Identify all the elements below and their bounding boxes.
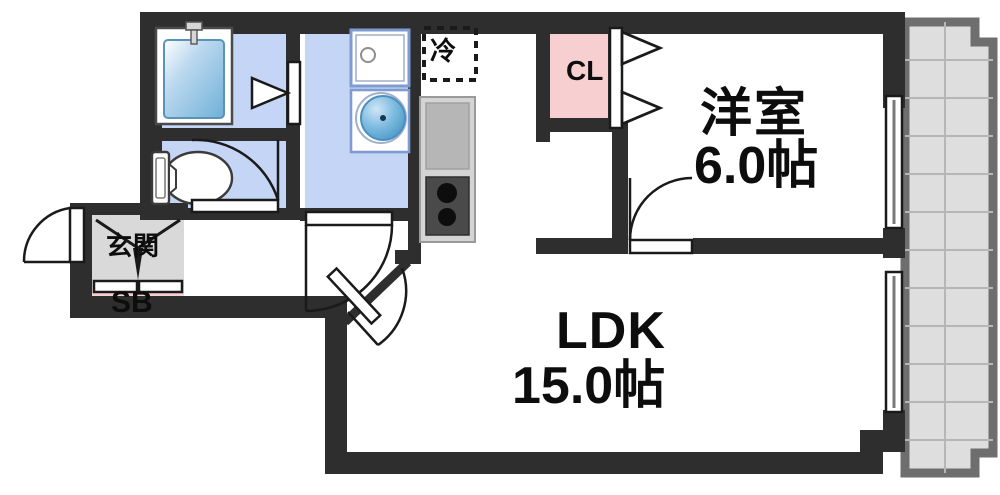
kitchen-unit bbox=[419, 96, 476, 243]
washing-machine-pan bbox=[349, 28, 411, 88]
bedroom-label: 洋室 bbox=[700, 85, 809, 143]
closet-label: CL bbox=[566, 55, 604, 86]
ldk-balcony-window[interactable] bbox=[884, 270, 904, 414]
kitchen-sink bbox=[425, 102, 470, 170]
balcony bbox=[900, 17, 998, 478]
interior-walls bbox=[148, 20, 885, 330]
ldk-label: LDK bbox=[556, 302, 666, 360]
entrance-door[interactable] bbox=[22, 206, 86, 264]
bathroom-sliding-door[interactable] bbox=[250, 60, 302, 126]
bathtub bbox=[154, 21, 234, 126]
refrigerator-label: 冷 bbox=[430, 36, 457, 66]
refrigerator-space bbox=[422, 26, 478, 82]
bedroom-door[interactable] bbox=[628, 176, 694, 255]
ldk-corridor-door[interactable] bbox=[326, 258, 412, 347]
closet-door[interactable] bbox=[608, 26, 664, 130]
entrance-step bbox=[92, 218, 184, 294]
closet-area bbox=[548, 22, 610, 130]
wash-basin bbox=[349, 88, 411, 154]
ldk-area-label: 15.0帖 bbox=[512, 357, 666, 415]
balcony-tiles bbox=[905, 22, 993, 473]
washroom-door[interactable] bbox=[304, 210, 394, 313]
bedroom-balcony-window[interactable] bbox=[884, 94, 904, 230]
toilet-door[interactable] bbox=[190, 138, 280, 214]
toilet-fixture bbox=[150, 150, 234, 206]
bedroom-area-label: 6.0帖 bbox=[694, 137, 819, 195]
shoebox-label: SB bbox=[111, 286, 153, 319]
entrance-label: 玄関 bbox=[106, 231, 161, 261]
